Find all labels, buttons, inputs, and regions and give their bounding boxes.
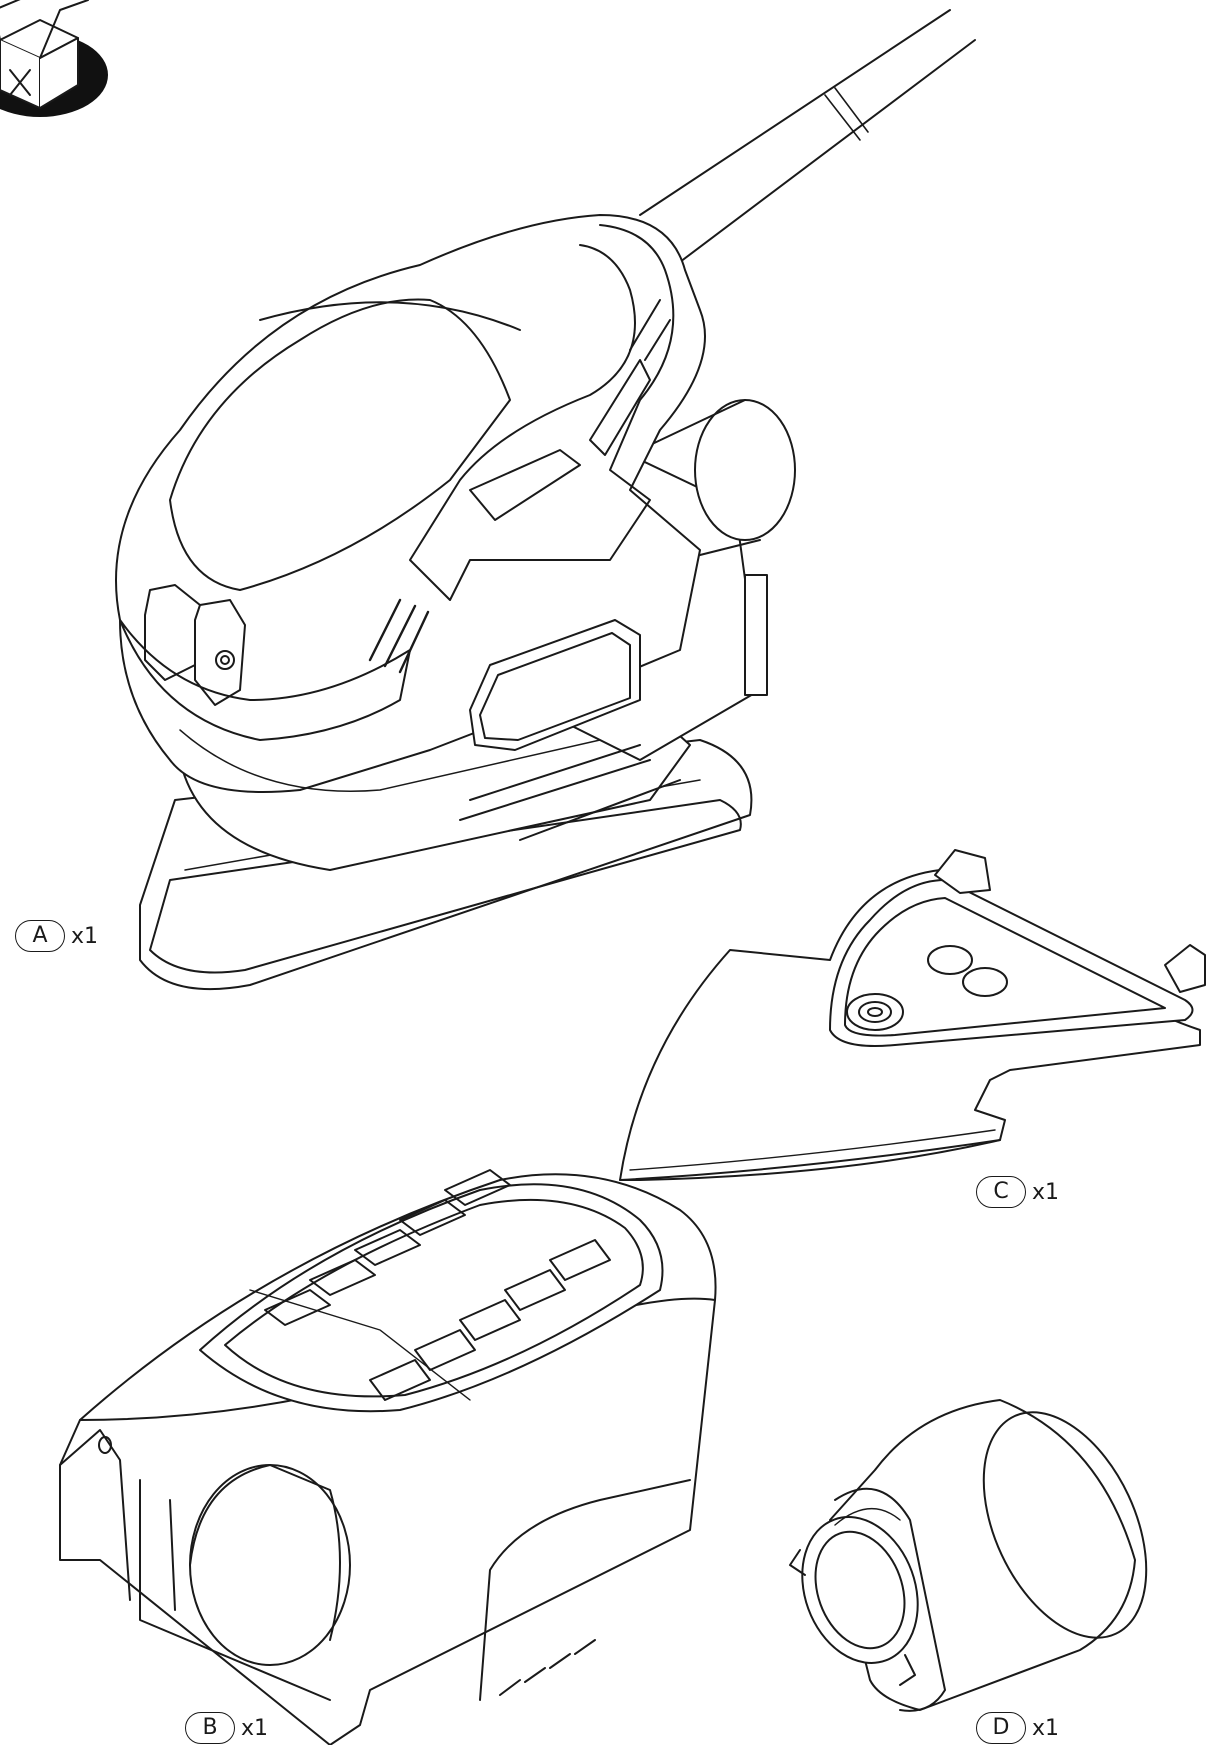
part-quantity: x1 bbox=[1032, 1179, 1060, 1205]
dust-box-illustration bbox=[59, 1169, 717, 1745]
part-quantity: x1 bbox=[1032, 1715, 1060, 1741]
detail-sander-illustration bbox=[115, 9, 976, 991]
part-letter-badge: A bbox=[15, 920, 65, 952]
part-quantity: x1 bbox=[71, 923, 99, 949]
part-letter-badge: D bbox=[976, 1712, 1026, 1744]
open-box-icon bbox=[0, 0, 108, 117]
dust-adaptor-illustration bbox=[789, 1399, 1148, 1712]
part-quantity: x1 bbox=[241, 1715, 269, 1741]
sanding-pad-illustration bbox=[619, 849, 1206, 1181]
part-letter-badge: C bbox=[976, 1176, 1026, 1208]
part-label-c: C x1 bbox=[976, 1176, 1059, 1208]
part-label-d: D x1 bbox=[976, 1712, 1059, 1744]
part-label-b: B x1 bbox=[185, 1712, 268, 1744]
part-label-a: A x1 bbox=[15, 920, 98, 952]
part-letter-badge: B bbox=[185, 1712, 235, 1744]
